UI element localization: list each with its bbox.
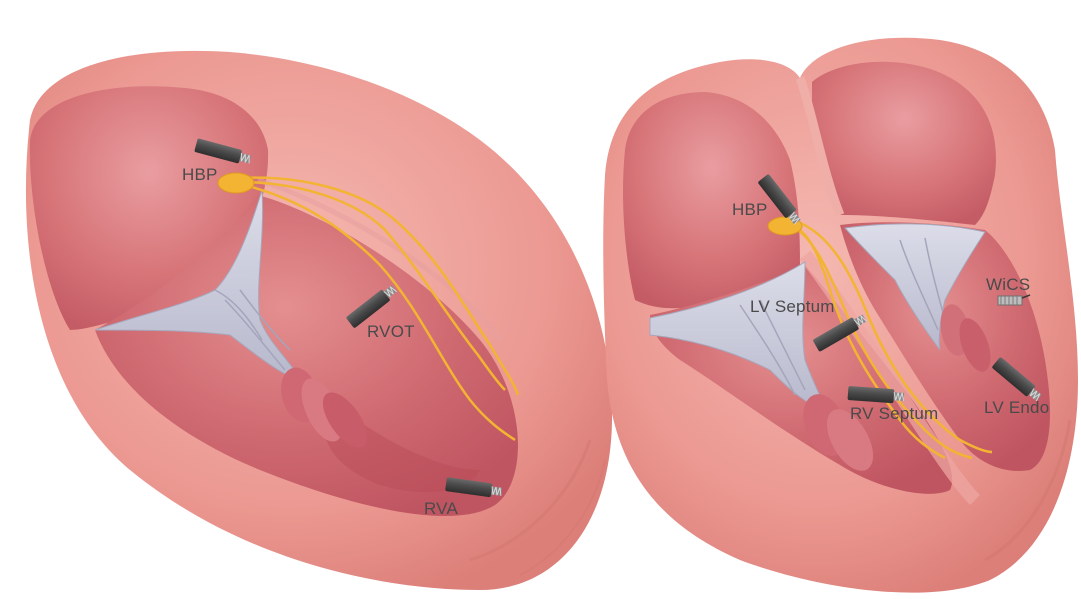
label-lv-endo: LV Endo [984,399,1049,416]
label-hbp-left: HBP [182,166,218,183]
label-rva: RVA [424,500,458,517]
label-hbp-right: HBP [732,201,768,218]
right-heart [603,38,1078,593]
label-wics: WiCS [986,276,1030,293]
label-rv-septum: RV Septum [850,405,938,422]
label-lv-septum: LV Septum [750,298,835,315]
his-bundle-icon [218,173,254,193]
left-heart [26,51,612,590]
label-rvot: RVOT [367,323,415,340]
